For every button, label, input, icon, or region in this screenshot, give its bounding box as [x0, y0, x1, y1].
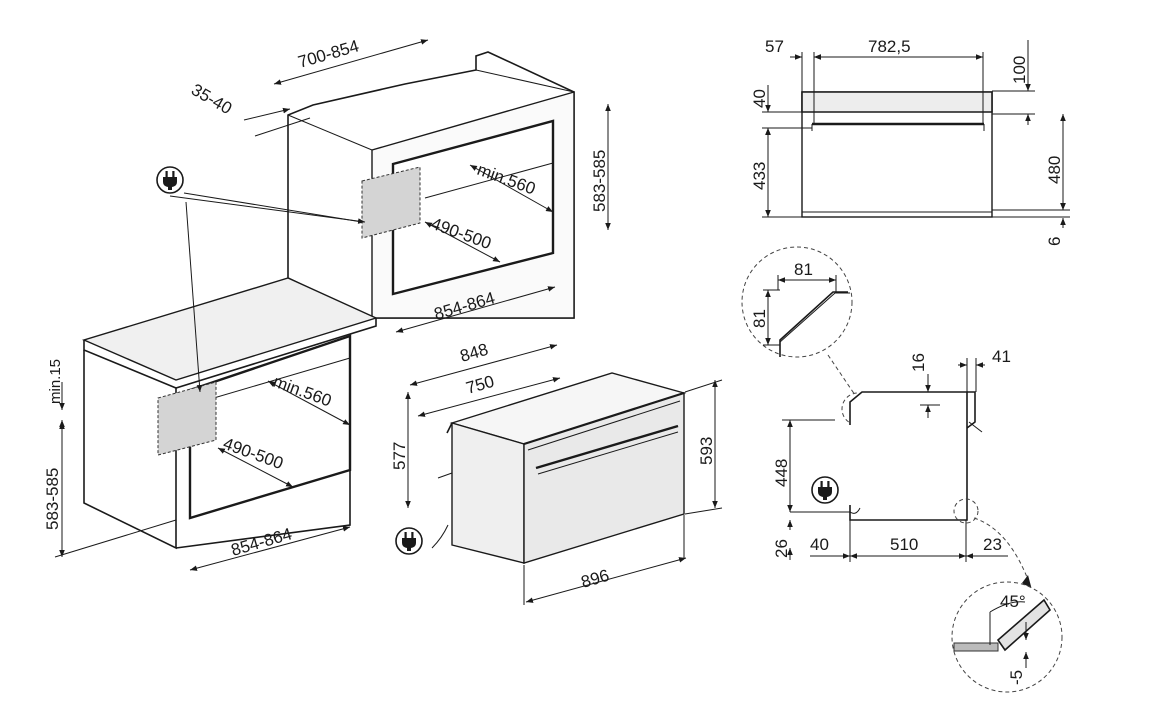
svg-text:433: 433	[750, 162, 769, 190]
svg-text:35-40: 35-40	[188, 80, 235, 118]
svg-text:100: 100	[1010, 56, 1029, 84]
dimension-front-top-gap: 100	[992, 40, 1035, 125]
svg-text:448: 448	[772, 459, 791, 487]
svg-text:-5: -5	[1007, 670, 1026, 685]
svg-text:510: 510	[890, 535, 918, 554]
svg-text:593: 593	[697, 437, 716, 465]
svg-text:583-585: 583-585	[43, 468, 62, 530]
dimension-front-inner-width: 782,5	[813, 37, 984, 124]
oven-appliance	[437, 372, 687, 564]
svg-text:40: 40	[750, 89, 769, 108]
dimension-side-left: 40	[810, 520, 851, 562]
detail-circle-bottom: 45° -5	[951, 517, 1063, 693]
dimension-top-depth: 700-854	[273, 36, 429, 85]
svg-text:577: 577	[390, 442, 409, 470]
dimension-front-side-offset: 57	[765, 37, 830, 92]
dimension-front-bottom-gap: 6	[1045, 200, 1066, 246]
svg-text:854-864: 854-864	[229, 524, 294, 559]
detail-circle-top: 81 81	[741, 246, 856, 396]
svg-text:min.15: min.15	[47, 359, 64, 404]
dimension-min-gap: min.15	[47, 359, 65, 430]
dimension-side-right: 23	[966, 535, 1008, 559]
power-plug-icon	[156, 166, 184, 194]
svg-text:81: 81	[794, 260, 813, 279]
dimension-side-height: 448	[772, 419, 835, 512]
dimension-under-width: 854-864	[189, 524, 351, 571]
svg-text:700-854: 700-854	[296, 36, 361, 71]
svg-text:782,5: 782,5	[868, 37, 911, 56]
svg-text:45°: 45°	[1000, 592, 1026, 611]
svg-text:26: 26	[772, 539, 791, 558]
svg-text:583-585: 583-585	[590, 150, 609, 212]
dimension-oven-body-height: 577	[390, 392, 411, 508]
dimension-oven-front-height: 593	[684, 379, 723, 515]
svg-text:23: 23	[983, 535, 1002, 554]
dimension-column-height: 583-585	[590, 104, 611, 230]
dimension-side-bottom: 26	[772, 520, 793, 560]
svg-text:16: 16	[909, 353, 928, 372]
under-counter-unit	[81, 277, 378, 550]
dimension-under-height: 583-585	[43, 422, 177, 558]
svg-text:41: 41	[992, 347, 1011, 366]
oven-side-view	[790, 391, 983, 524]
power-plug-icon	[395, 527, 423, 555]
svg-text:480: 480	[1045, 156, 1064, 184]
svg-text:81: 81	[750, 309, 769, 328]
svg-text:848: 848	[458, 340, 491, 366]
svg-text:750: 750	[464, 372, 497, 398]
svg-text:6: 6	[1045, 237, 1064, 246]
svg-text:896: 896	[579, 566, 612, 592]
dimension-front-total-height: 480	[992, 114, 1070, 218]
dimension-side-top-gap: 16	[909, 353, 940, 418]
power-plug-icon	[811, 476, 839, 504]
oven-front-view	[801, 91, 993, 218]
svg-text:40: 40	[810, 535, 829, 554]
svg-text:57: 57	[765, 37, 784, 56]
dimension-front-body-height: 433	[750, 128, 802, 218]
dimension-side-door: 41	[958, 347, 1011, 392]
dimension-side-depth: 510	[850, 520, 967, 562]
